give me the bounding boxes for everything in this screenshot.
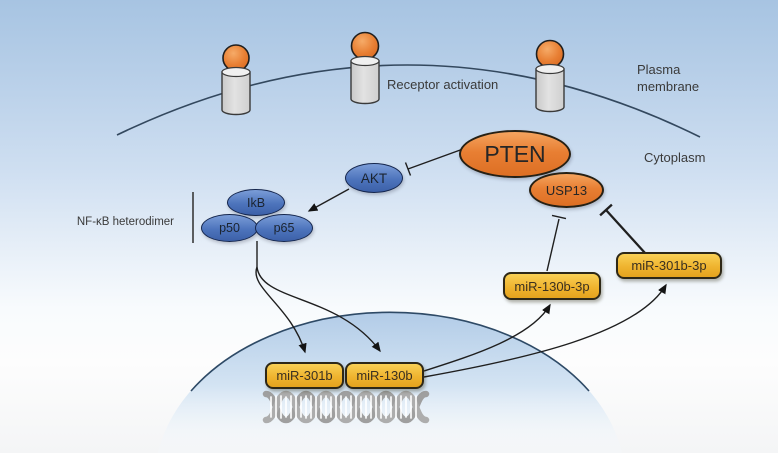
p65-node: p65 [255, 214, 313, 242]
ikb-node: IkB [227, 189, 285, 216]
mir130b-to-mir130b3p-arrow [423, 303, 551, 372]
receptor-icon [350, 31, 380, 105]
pten-node: PTEN [459, 130, 571, 178]
mir-130b-3p-node: miR-130b-3p [503, 272, 601, 300]
dna-helix-icon [262, 390, 430, 424]
usp13-node: USP13 [529, 172, 604, 208]
nfkb-to-mir130b-arrow [256, 266, 381, 353]
mir130b-to-mir301b3p-arrow [423, 283, 667, 378]
nfkb-to-mir301b-arrow [255, 266, 307, 354]
mir-301b-node: miR-301b [265, 362, 344, 389]
akt-node: AKT [345, 163, 403, 193]
nfkb-heterodimer-label: NF-κB heterodimer [76, 216, 174, 228]
mir-301b-3p-node: miR-301b-3p [616, 252, 722, 279]
plasma-membrane-curve [116, 64, 701, 138]
cytoplasm-label: Cytoplasm [644, 150, 706, 165]
mir-130b-node: miR-130b [345, 362, 424, 389]
mir130b3p-inhibits-usp13-connector [546, 214, 567, 272]
plasma-membrane-label: Plasma membrane [637, 62, 700, 94]
receptor-activation-label: Receptor activation [387, 77, 499, 92]
akt-activates-nfkb-arrow [307, 188, 350, 212]
pten-inhibits-akt-connector [404, 148, 464, 176]
receptor-icon [535, 39, 565, 113]
receptor-icon [221, 44, 251, 116]
p50-node: p50 [201, 214, 258, 242]
mir301b3p-inhibits-usp13-connector [599, 203, 646, 254]
